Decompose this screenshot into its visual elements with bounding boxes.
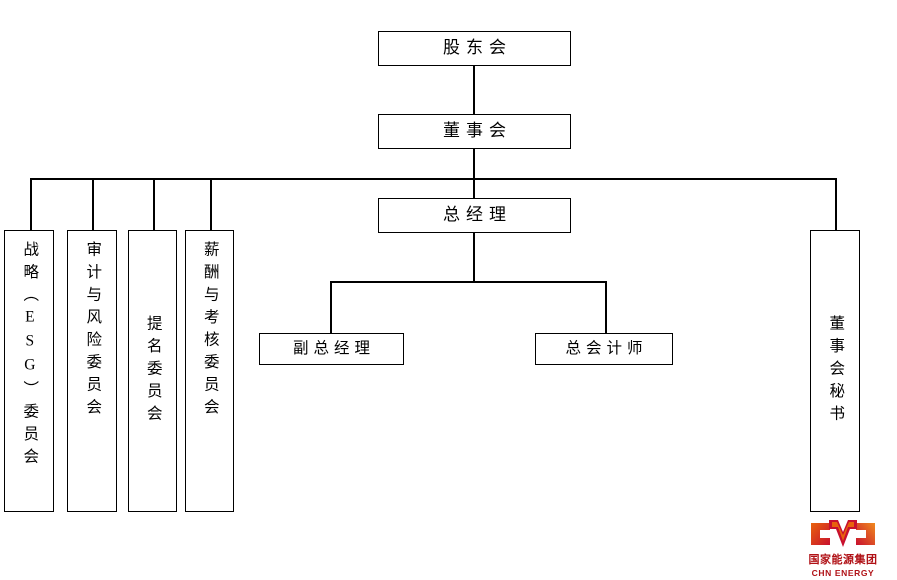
connector-board-to-general-manager (473, 149, 475, 198)
connector-management-bus (330, 281, 607, 283)
corporate-logo: 国家能源集团 CHN ENERGY (795, 518, 891, 578)
connector-bus-to-deputy-general-manager (330, 281, 332, 333)
node-committee-audit-risk[interactable]: 审计与风险委员会 (67, 230, 117, 512)
connector-bus-to-chief-accountant (605, 281, 607, 333)
node-shareholders-meeting-label: 股东会 (443, 38, 512, 58)
node-general-manager-label: 总经理 (443, 205, 512, 225)
node-committee-nomination-label: 提名委员会 (144, 314, 162, 428)
connector-board-committee-bus (30, 178, 836, 180)
node-board-secretary[interactable]: 董事会秘书 (810, 230, 860, 512)
connector-shareholders-to-board (473, 66, 475, 114)
connector-bus-to-committee-nomination (153, 178, 155, 230)
node-deputy-general-manager-label: 副总经理 (292, 339, 375, 357)
chn-energy-logo-icon (810, 518, 876, 550)
node-committee-remuneration-appraisal[interactable]: 薪酬与考核委员会 (185, 230, 234, 512)
node-board-of-directors-label: 董事会 (443, 121, 512, 141)
node-committee-audit-risk-label: 审计与风险委员会 (84, 241, 102, 421)
node-board-of-directors[interactable]: 董事会 (378, 114, 571, 149)
node-shareholders-meeting[interactable]: 股东会 (378, 31, 571, 66)
node-committee-strategy-esg[interactable]: 战略（ESG）委员会 (4, 230, 54, 512)
connector-bus-to-committee-audit-risk (92, 178, 94, 230)
node-committee-remuneration-appraisal-label: 薪酬与考核委员会 (201, 241, 219, 421)
node-chief-accountant-label: 总会计师 (565, 339, 648, 357)
connector-bus-to-committee-remuneration (210, 178, 212, 230)
logo-wordmark-cn: 国家能源集团 (808, 554, 878, 566)
node-general-manager[interactable]: 总经理 (378, 198, 571, 233)
node-chief-accountant[interactable]: 总会计师 (535, 333, 673, 365)
node-board-secretary-label: 董事会秘书 (827, 314, 845, 428)
node-committee-strategy-esg-label: 战略（ESG）委员会 (21, 241, 39, 471)
node-deputy-general-manager[interactable]: 副总经理 (259, 333, 404, 365)
connector-general-manager-drop (473, 233, 475, 281)
logo-wordmark-en: CHN ENERGY (811, 568, 875, 578)
connector-bus-to-board-secretary (835, 178, 837, 230)
connector-bus-to-committee-strategy-esg (30, 178, 32, 230)
node-committee-nomination[interactable]: 提名委员会 (128, 230, 177, 512)
